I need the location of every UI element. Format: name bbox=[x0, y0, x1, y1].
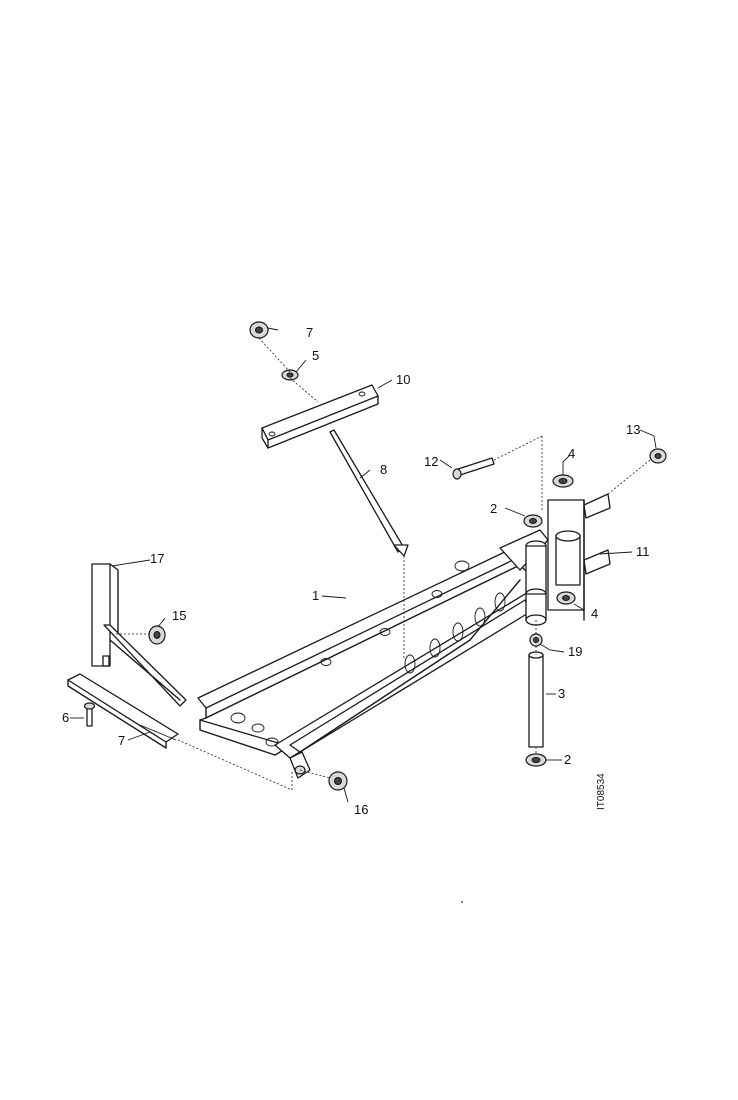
callout-17: 17 bbox=[150, 551, 164, 566]
callout-labels: 7 5 10 8 12 2 4 13 11 4 19 3 2 16 17 15 … bbox=[62, 325, 650, 817]
speck-mark bbox=[461, 901, 463, 903]
callout-4-top: 4 bbox=[568, 446, 575, 461]
assembly-lines bbox=[116, 337, 651, 791]
upright-support-part bbox=[91, 563, 187, 707]
nut-19 bbox=[529, 633, 543, 647]
callout-6: 6 bbox=[62, 710, 69, 725]
callout-11: 11 bbox=[636, 544, 650, 559]
pin-part bbox=[528, 651, 544, 748]
nut-16 bbox=[328, 771, 348, 791]
callout-2-bottom: 2 bbox=[564, 752, 571, 767]
drawing-reference: IT08534 bbox=[596, 773, 607, 810]
callout-7: 7 bbox=[118, 733, 125, 748]
nut-15 bbox=[148, 625, 166, 645]
fasteners bbox=[83, 321, 667, 791]
callout-2-top: 2 bbox=[490, 501, 497, 516]
callout-16: 16 bbox=[354, 802, 368, 817]
corner-bracket bbox=[289, 751, 311, 779]
callout-4-lower: 4 bbox=[591, 606, 598, 621]
callout-3: 3 bbox=[558, 686, 565, 701]
callout-15: 15 bbox=[172, 608, 186, 623]
washer-4-lower bbox=[556, 591, 576, 605]
callout-10: 10 bbox=[396, 372, 410, 387]
top-bar-part bbox=[261, 384, 379, 449]
washer-4-top bbox=[552, 474, 574, 488]
base-rail-part bbox=[67, 673, 179, 749]
bolt-12-part bbox=[452, 457, 495, 480]
callout-19: 19 bbox=[568, 644, 582, 659]
callout-8-rod: 8 bbox=[380, 462, 387, 477]
washer-5 bbox=[281, 369, 299, 381]
callout-13: 13 bbox=[626, 422, 640, 437]
screw-6 bbox=[83, 702, 96, 727]
hinge-bracket-part bbox=[583, 493, 611, 621]
nut-8-top bbox=[249, 321, 269, 339]
stay-rod-part bbox=[329, 429, 409, 557]
main-frame-part bbox=[197, 529, 549, 759]
callout-5: 5 bbox=[312, 348, 319, 363]
nut-13 bbox=[649, 448, 667, 464]
callout-8-top: 7 bbox=[306, 325, 313, 340]
callout-12: 12 bbox=[424, 454, 438, 469]
callout-1: 1 bbox=[312, 588, 319, 603]
washer-2-bottom bbox=[525, 753, 547, 767]
washer-2-top bbox=[523, 514, 543, 528]
leader-lines bbox=[70, 327, 657, 803]
